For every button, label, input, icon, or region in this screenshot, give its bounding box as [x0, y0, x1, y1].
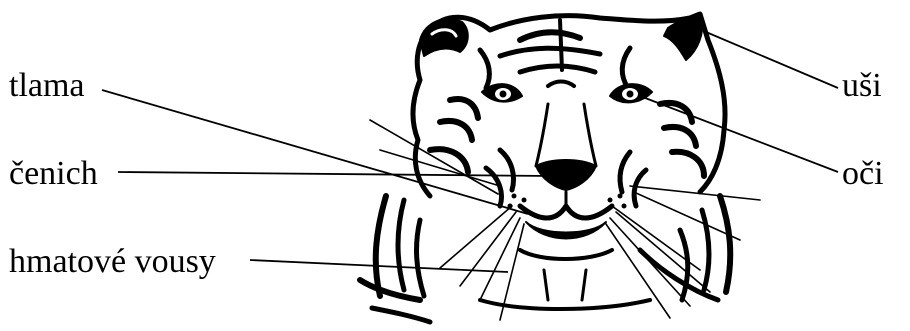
leader-line-hmatove-vousy [250, 260, 508, 272]
leader-line-tlama [102, 90, 528, 214]
label-cenich: čenich [9, 157, 98, 191]
leader-line-cenich [118, 172, 552, 176]
leader-line-oci [640, 96, 838, 172]
label-tlama: tlama [9, 69, 85, 103]
label-oci: oči [842, 157, 884, 191]
label-usi: uši [842, 69, 882, 103]
label-hmatove-vousy: hmatové vousy [9, 245, 216, 279]
leader-line-usi [706, 32, 838, 88]
